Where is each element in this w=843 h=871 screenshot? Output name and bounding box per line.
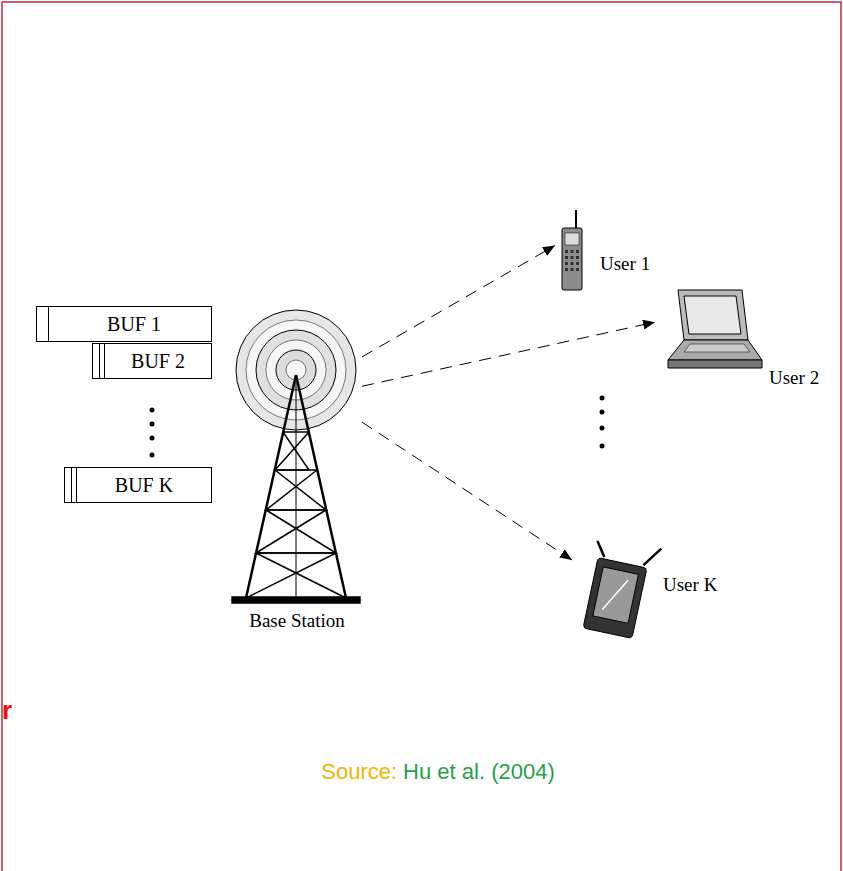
buffer-bars (49, 306, 105, 502)
user-device: User 1 (555, 205, 655, 295)
phone-icon (562, 210, 582, 290)
cut-off-letter: r (2, 696, 12, 725)
ellipsis-dots (150, 396, 605, 458)
pda-icon (579, 535, 661, 640)
base-station: Base Station (232, 308, 362, 634)
dashed-arrow (362, 322, 655, 386)
buffer-box: BUF 2 (92, 343, 212, 379)
user-device: User 2 (655, 284, 825, 390)
source-citation: Hu et al. (2004) (403, 760, 555, 784)
buffer-box: BUF K (64, 467, 212, 503)
user-device: User K (572, 548, 722, 648)
user-label: User 1 (600, 254, 650, 275)
buffer-label: BUF 2 (131, 350, 185, 372)
buffer-label: BUF K (115, 474, 173, 496)
user-label: User 2 (769, 368, 819, 389)
source-prefix: Source: (321, 760, 397, 784)
laptop-icon (668, 290, 762, 368)
dashed-arrow (362, 422, 572, 560)
user-label: User K (663, 575, 717, 596)
base-station-tower (232, 310, 360, 603)
dashed-arrow (362, 246, 555, 357)
buffer-box: BUF 1 (36, 306, 212, 342)
buffer-label: BUF 1 (107, 313, 161, 335)
station-label: Base Station (249, 611, 345, 632)
